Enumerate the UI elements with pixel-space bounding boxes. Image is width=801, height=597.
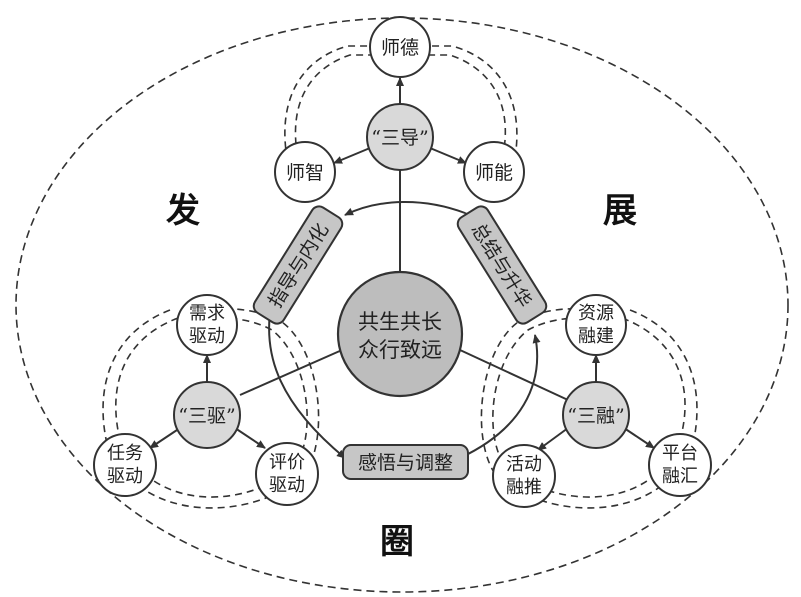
qu-right-label-2: 驱动 [269,475,305,496]
qu-left-label-1: 任务 [107,443,143,464]
rong-right-label-2: 融汇 [662,466,698,487]
core-line-1: 共生共长 [358,310,442,334]
rong-hub-node: “三融” [562,381,630,449]
dao-left-node: 师智 [274,141,336,203]
qu-top-label-2: 驱动 [189,326,225,347]
outer-label-bottom: 圈 [380,522,414,562]
core-to-qu-line [239,349,343,396]
rong-top-label-2: 融建 [578,326,614,347]
cycle-pill-right: 总结与升华 [456,205,548,325]
dao-right-node: 师能 [463,141,525,203]
qu-hub-node: “三驱” [173,381,241,449]
rong-left-label-2: 融推 [506,477,542,498]
core-line-2: 众行致远 [358,338,442,362]
rong-top-label-1: 资源 [578,303,614,324]
dao-left-label: 师智 [286,162,324,184]
qu-right-node: 评价 驱动 [255,442,319,506]
qu-hub-label: “三驱” [178,405,235,427]
qu-arrow-left [149,427,181,449]
qu-left-node: 任务 驱动 [93,433,157,497]
qu-left-label-2: 驱动 [107,466,143,487]
rong-arrow-left [537,427,569,451]
qu-right-label-1: 评价 [269,452,305,473]
cycle-pill-bottom: 感悟与调整 [342,444,469,480]
cycle-bottom-label: 感悟与调整 [358,452,453,474]
cycle-arc-right [459,334,541,459]
core-circle-group: 共生共长 众行致远 [336,270,464,398]
outer-label-right: 展 [603,191,637,231]
cycle-pill-left: 指导与内化 [252,205,344,325]
rong-left-node: 活动 融推 [492,444,556,508]
qu-arrow-right [234,427,266,449]
dao-right-label: 师能 [475,162,513,184]
rong-right-label-1: 平台 [662,443,698,464]
dao-hub-label: “三导” [371,127,428,149]
rong-hub-label: “三融” [567,405,624,427]
dao-arrow-left [333,147,371,164]
rong-top-node: 资源 融建 [565,294,627,356]
cycle-arc-top [344,201,466,216]
qu-top-node: 需求 驱动 [176,294,238,356]
dao-arrow-right [429,147,467,164]
qu-top-label-1: 需求 [189,303,225,324]
rong-arrow-right [623,427,655,449]
dao-top-label: 师德 [381,37,419,59]
core-circle [336,270,464,398]
core-to-rong-line [459,349,569,401]
dao-hub-node: “三导” [366,103,434,171]
outer-label-left: 发 [166,191,200,231]
rong-left-label-1: 活动 [506,454,542,475]
dao-top-node: 师德 [369,16,431,78]
rong-right-node: 平台 融汇 [648,433,712,497]
